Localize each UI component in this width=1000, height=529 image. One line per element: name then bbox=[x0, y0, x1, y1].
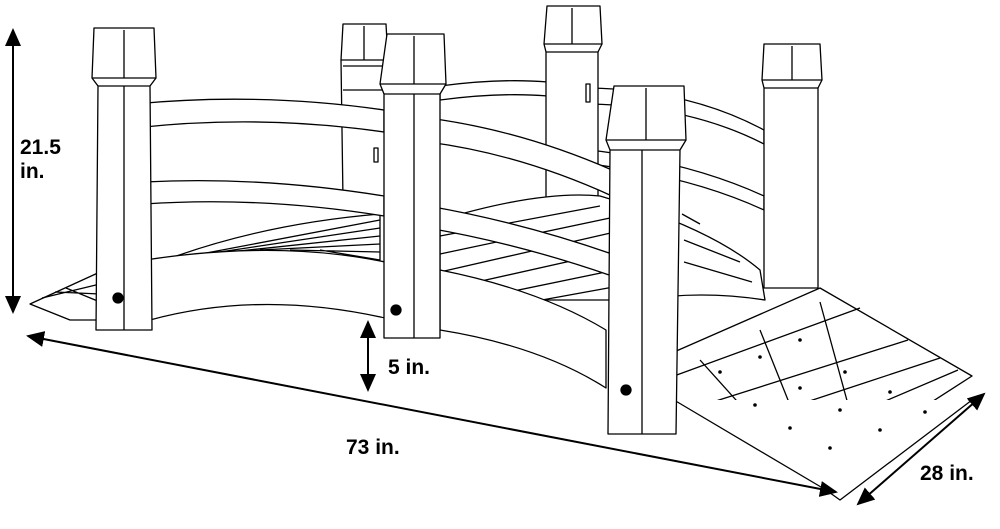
back-post-right bbox=[761, 43, 823, 289]
deck-right bbox=[439, 194, 766, 305]
front-post-left bbox=[91, 27, 157, 331]
dimension-arrows bbox=[5, 27, 986, 506]
front-post-right bbox=[605, 85, 687, 435]
length-label: 73 in. bbox=[346, 436, 400, 459]
front-post-middle bbox=[379, 33, 447, 339]
clearance-label: 5 in. bbox=[388, 356, 431, 379]
height-label: 21.5 in. bbox=[20, 136, 61, 184]
width-arrow bbox=[856, 392, 986, 506]
length-arrow bbox=[26, 331, 838, 497]
width-label: 28 in. bbox=[920, 462, 974, 485]
ramp-left bbox=[29, 271, 101, 321]
